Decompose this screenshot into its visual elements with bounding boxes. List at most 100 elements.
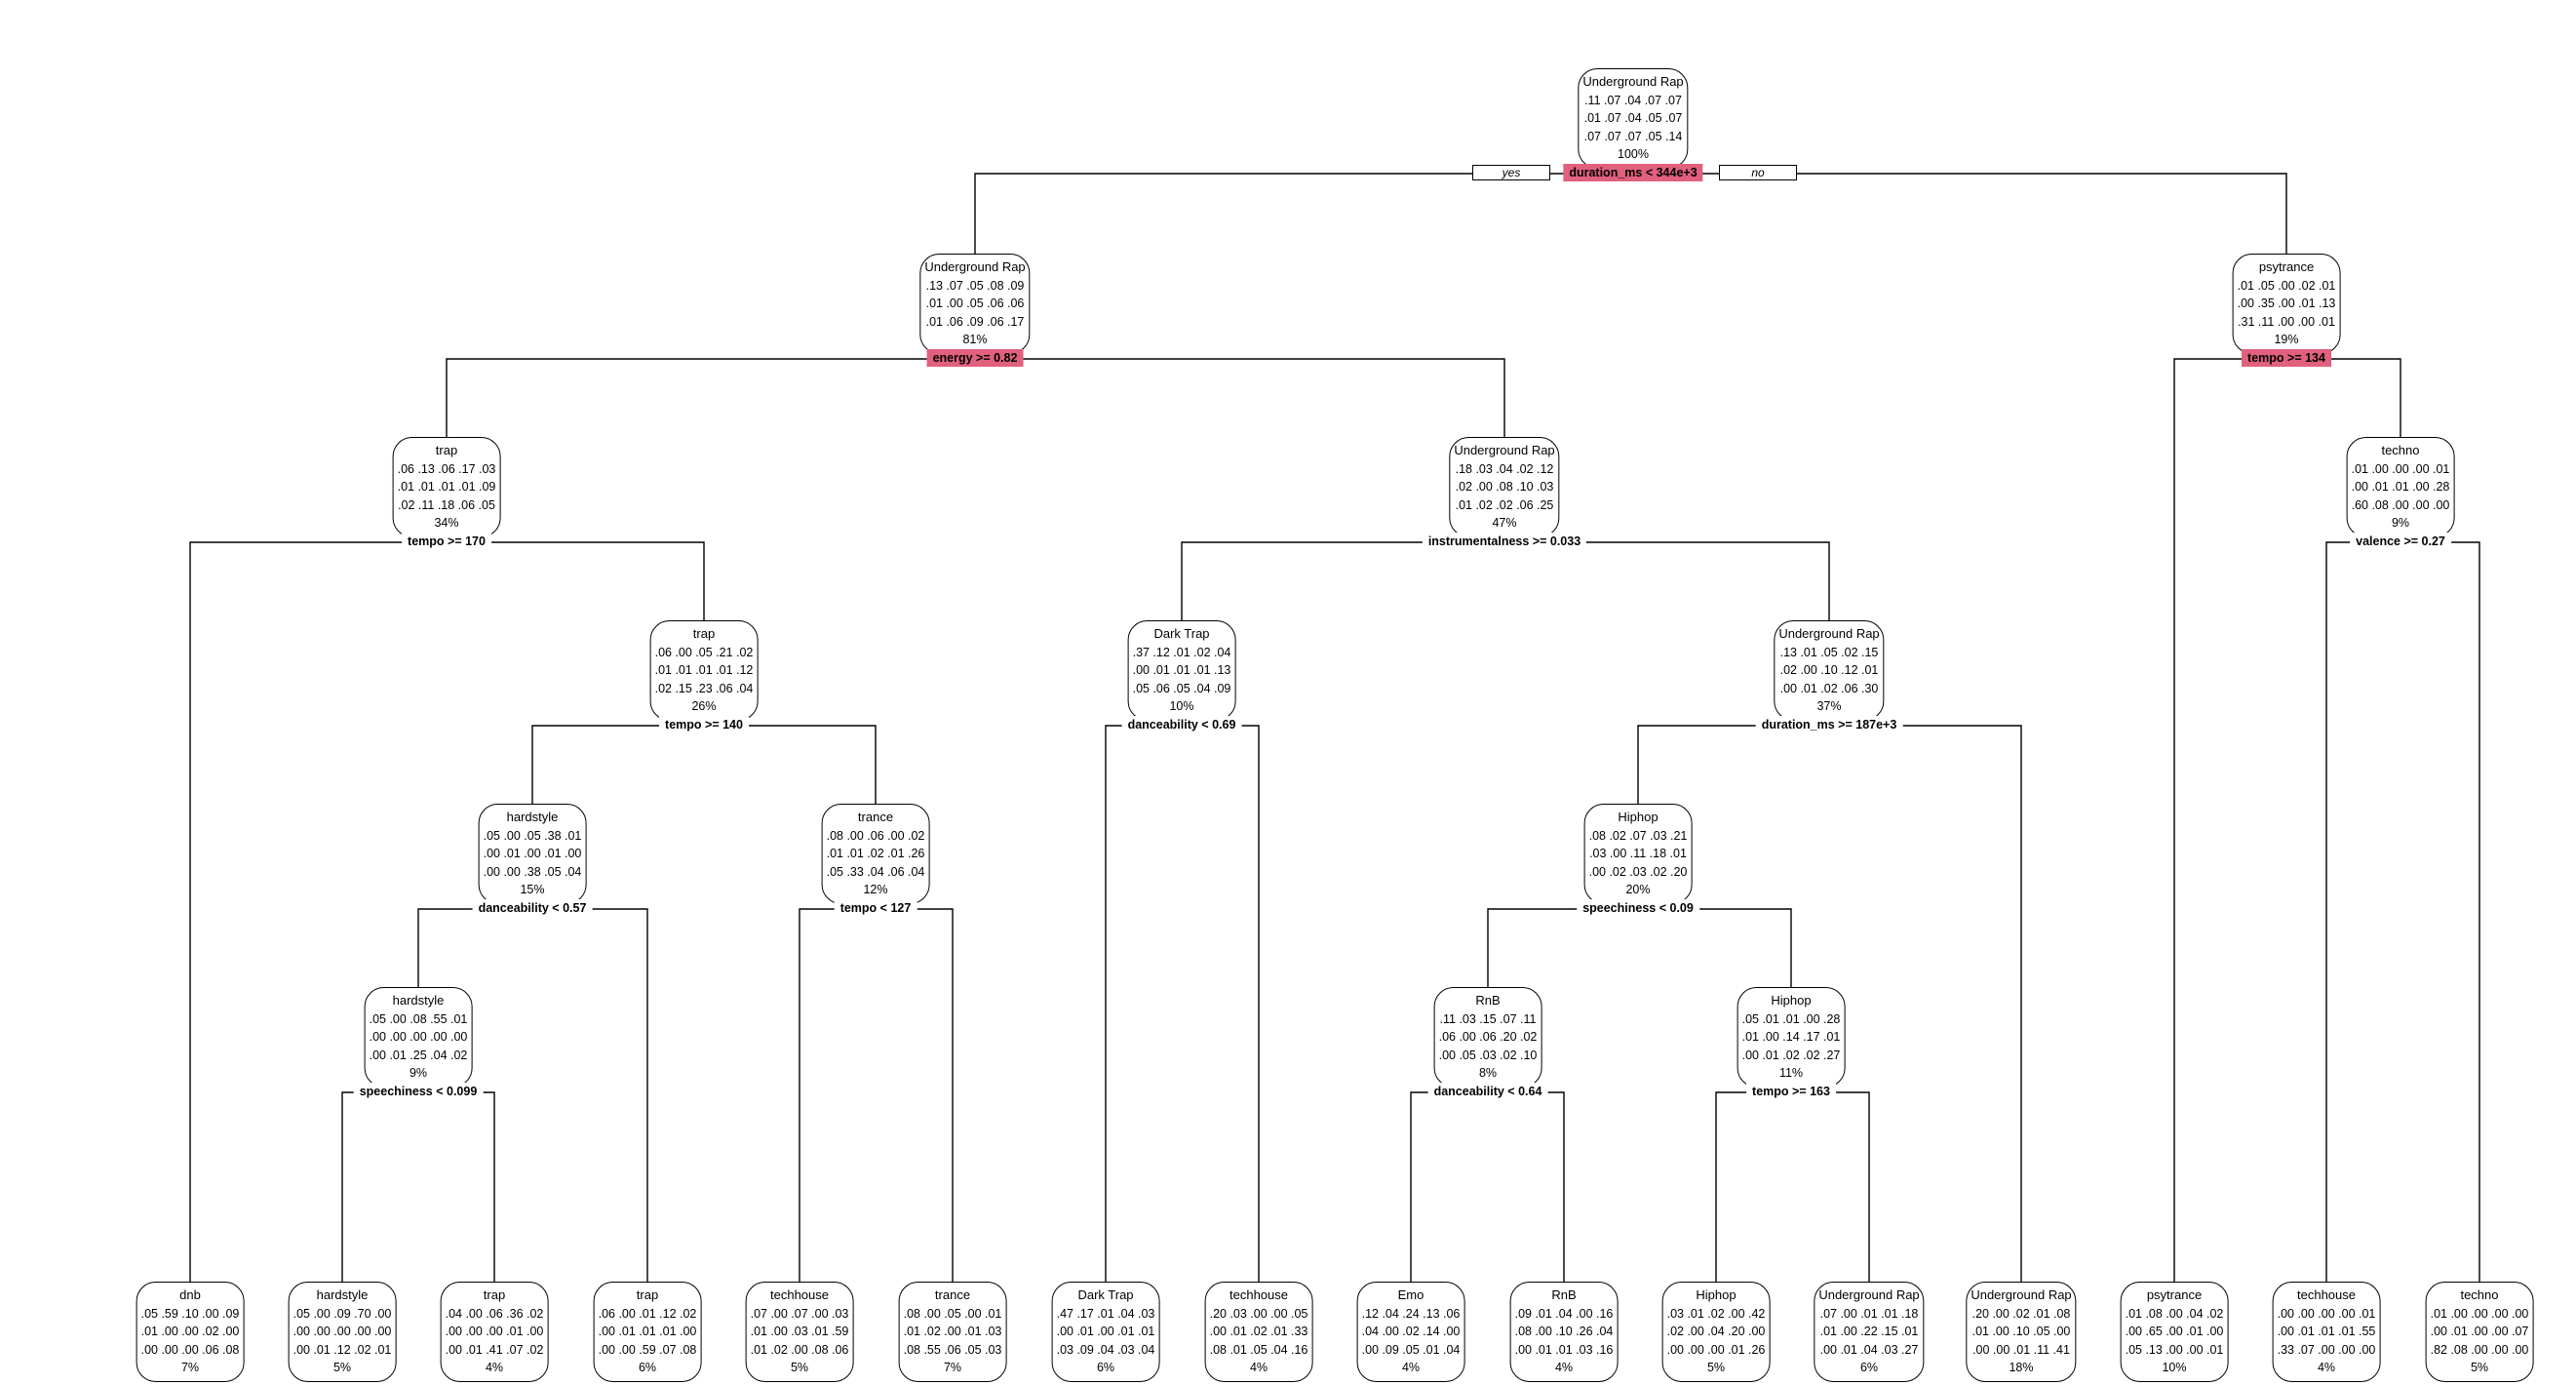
node-probability-row: .00 .35 .00 .01 .13: [2237, 297, 2336, 310]
node-probability-row: .01 .08 .00 .04 .02: [2125, 1306, 2224, 1321]
leaf-node: techhouse.07 .00 .07 .00 .03.01 .00 .03 …: [745, 1282, 854, 1382]
node-percentage: 19%: [2274, 333, 2299, 346]
node-percentage: 5%: [332, 1361, 352, 1374]
node-probability-row: .20 .00 .02 .01 .08: [1971, 1306, 2071, 1321]
node-percentage: 7%: [943, 1361, 962, 1374]
node-probability-row: .05 .00 .08 .55 .01: [369, 1011, 468, 1026]
node-probability-row: .04 .00 .02 .14 .00: [1361, 1325, 1461, 1338]
node-probability-row: .08 .00 .06 .00 .02: [826, 828, 925, 843]
split-condition-label: energy >= 0.82: [926, 349, 1024, 367]
node-probability-row: .05 .01 .01 .00 .28: [1741, 1011, 1841, 1026]
split-node: Dark Trap.37 .12 .01 .02 .04.00 .01 .01 …: [1127, 620, 1236, 721]
node-class-label: trap: [692, 626, 716, 641]
node-probability-row: .00 .00 .00 .00 .00: [369, 1030, 468, 1044]
node-probability-row: .33 .07 .00 .00 .00: [2277, 1342, 2376, 1357]
split-node: Underground Rap.11 .07 .04 .07 .07.01 .0…: [1578, 68, 1689, 169]
node-probability-row: .00 .09 .05 .01 .04: [1361, 1342, 1461, 1357]
split-condition-label: tempo < 127: [834, 899, 917, 917]
tree-edge: [1638, 908, 1792, 987]
node-class-label: dnb: [179, 1287, 201, 1302]
node-class-label: Hiphop: [1696, 1287, 1737, 1302]
tree-edge: [704, 725, 877, 804]
node-probability-row: .00 .00 .00 .00 .01: [2277, 1306, 2376, 1321]
node-class-label: trance: [934, 1287, 971, 1302]
leaf-node: RnB.09 .01 .04 .00 .16.08 .00 .10 .26 .0…: [1509, 1282, 1619, 1382]
node-probability-row: .00 .01 .01 .03 .16: [1514, 1342, 1614, 1357]
node-probability-row: .02 .00 .10 .12 .01: [1779, 663, 1879, 677]
tree-edge: [1637, 725, 1829, 804]
leaf-node: Dark Trap.47 .17 .01 .04 .03.00 .01 .00 …: [1051, 1282, 1160, 1382]
node-class-label: RnB: [1551, 1287, 1577, 1302]
tree-edge: [418, 1091, 495, 1282]
node-class-label: trap: [435, 443, 458, 457]
node-probability-row: .01 .00 .14 .17 .01: [1741, 1030, 1841, 1044]
node-percentage: 5%: [1706, 1361, 1726, 1374]
node-probability-row: .05 .06 .05 .04 .09: [1132, 681, 1231, 695]
leaf-node: techhouse.00 .00 .00 .00 .01.00 .01 .01 …: [2272, 1282, 2381, 1382]
split-node: trance.08 .00 .06 .00 .02.01 .01 .02 .01…: [821, 804, 930, 904]
node-probability-row: .60 .08 .00 .00 .00: [2351, 497, 2450, 512]
node-probability-row: .12 .04 .24 .13 .06: [1361, 1306, 1461, 1321]
node-probability-row: .47 .17 .01 .04 .03: [1056, 1306, 1155, 1321]
node-probability-row: .08 .00 .10 .26 .04: [1514, 1325, 1614, 1338]
node-class-label: Underground Rap: [1971, 1287, 2072, 1302]
leaf-node: trap.06 .00 .01 .12 .02.00 .01 .01 .01 .…: [593, 1282, 702, 1382]
split-node: RnB.11 .03 .15 .07 .11.06 .00 .06 .20 .0…: [1433, 987, 1542, 1088]
split-node: hardstyle .05 .00 .08 .55 .01 .00 .00 .00 …: [364, 987, 473, 1088]
node-percentage: 18%: [2009, 1361, 2034, 1374]
node-probability-row: .18 .03 .04 .02 .12: [1455, 461, 1554, 476]
node-class-label: hardstyle: [506, 810, 559, 824]
node-percentage: 11%: [1778, 1066, 1804, 1080]
leaf-node: Underground Rap.07 .00 .01 .01 .18.01 .0…: [1814, 1282, 1925, 1382]
tree-edge: [341, 1091, 418, 1282]
tree-edge: [531, 725, 704, 804]
node-probability-row: .11 .03 .15 .07 .11: [1439, 1011, 1537, 1026]
yes-label: yes: [1502, 166, 1521, 179]
node-probability-row: .03 .01 .02 .00 .42: [1666, 1306, 1766, 1321]
node-probability-row: .37 .12 .01 .02 .04: [1132, 645, 1231, 659]
tree-edge: [1182, 725, 1260, 1282]
node-percentage: 4%: [1554, 1361, 1574, 1374]
node-probability-row: .00 .01 .02 .01 .33: [1209, 1325, 1308, 1338]
tree-edge: [1829, 725, 2022, 1282]
node-probability-row: .01 .06 .09 .06 .17: [925, 314, 1025, 329]
node-probability-row: .31 .11 .00 .00 .01: [2238, 314, 2335, 329]
tree-edge: [1791, 1091, 1870, 1282]
node-class-label: Underground Rap: [1818, 1287, 1920, 1302]
split-node: psytrance.01 .05 .00 .02 .01.00 .35 .00 …: [2232, 254, 2341, 354]
node-probability-row: .05 .33 .04 .06 .04: [826, 864, 925, 879]
split-node: Hiphop.05 .01 .01 .00 .28.01 .00 .14 .17…: [1737, 987, 1846, 1088]
node-percentage: 5%: [790, 1361, 809, 1374]
leaf-node: Emo.12 .04 .24 .13 .06.04 .00 .02 .14 .0…: [1356, 1282, 1465, 1382]
tree-edge: [1504, 541, 1830, 620]
split-node: trap.06 .00 .05 .21 .02.01 .01 .01 .01 .…: [649, 620, 759, 721]
split-condition-label: tempo >= 134: [2242, 349, 2331, 367]
split-condition-label: duration_ms < 344e+3: [1563, 164, 1703, 181]
tree-edge: [1715, 1091, 1791, 1282]
node-probability-row: .01 .00 .05 .06 .06: [925, 297, 1025, 310]
node-class-label: hardstyle: [392, 993, 445, 1008]
node-probability-row: .01 .02 .02 .06 .25: [1455, 497, 1554, 512]
node-class-label: Hiphop: [1618, 810, 1659, 824]
node-probability-row: .00 .01 .01 .01 .13: [1132, 663, 1231, 677]
node-probability-row: .00 .00 .00 .06 .08: [140, 1342, 240, 1357]
node-probability-row: .01 .01 .02 .01 .26: [826, 847, 925, 860]
leaf-node: Underground Rap.20 .00 .02 .01 .08.01 .0…: [1966, 1282, 2077, 1382]
tree-edge: [975, 358, 1505, 437]
node-probability-row: .00 .01 .00 .01 .00: [483, 847, 582, 860]
node-class-label: Dark Trap: [1077, 1287, 1134, 1302]
node-probability-row: .13 .07 .05 .08 .09: [925, 278, 1025, 293]
split-condition-label: speechiness < 0.09: [1577, 899, 1699, 917]
tree-edge: [1487, 908, 1638, 987]
node-probability-row: .02 .00 .04 .20 .00: [1666, 1325, 1766, 1338]
node-probability-row: .00 .01 .01 .00 .28: [2351, 480, 2450, 494]
tree-edge: [446, 358, 975, 437]
leaf-node: techhouse.20 .03 .00 .00 .05.00 .01 .02 …: [1204, 1282, 1313, 1382]
node-percentage: 7%: [180, 1361, 200, 1374]
node-class-label: hardstyle: [316, 1287, 369, 1302]
node-probability-row: .08 .00 .05 .00 .01: [903, 1306, 1002, 1321]
split-condition-label: danceability < 0.57: [472, 899, 593, 917]
tree-edge: [1633, 173, 2287, 254]
node-class-label: Underground Rap: [1582, 74, 1684, 89]
